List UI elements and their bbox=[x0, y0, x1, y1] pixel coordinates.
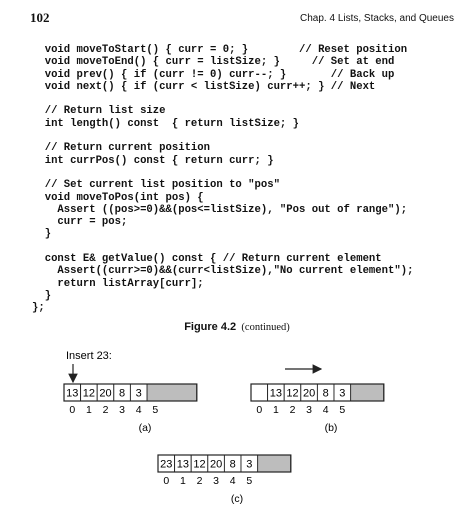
array-cell-value: 13 bbox=[270, 388, 282, 400]
array-index: 1 bbox=[180, 475, 186, 487]
running-title: Chap. 4 Lists, Stacks, and Queues bbox=[300, 13, 454, 24]
array-outline bbox=[157, 454, 292, 473]
array-sublabel: (a) bbox=[139, 422, 152, 434]
code-line bbox=[32, 167, 413, 179]
code-line bbox=[32, 93, 413, 105]
code-line: // Return current position bbox=[32, 142, 211, 155]
array-index: 2 bbox=[290, 404, 296, 416]
array-outline bbox=[250, 383, 385, 402]
array-cell-value: 8 bbox=[119, 388, 125, 400]
code-line: curr = pos; bbox=[32, 216, 128, 229]
array-cell-value: 23 bbox=[160, 459, 172, 471]
array-index: 5 bbox=[246, 475, 252, 487]
array-index: 3 bbox=[119, 404, 125, 416]
code-line bbox=[32, 130, 413, 142]
array-cell-value: 20 bbox=[303, 388, 315, 400]
array-sublabel: (b) bbox=[325, 422, 338, 434]
code-line: void moveToPos(int pos) { bbox=[32, 191, 204, 204]
figure-caption-text: (continued) bbox=[241, 322, 290, 333]
code-line: // Set current list position to "pos" bbox=[32, 179, 280, 192]
array-cell bbox=[250, 383, 269, 402]
unused-capacity bbox=[350, 383, 385, 402]
code-line: void prev() { if (curr != 0) curr--; } /… bbox=[32, 68, 395, 81]
array-index: 0 bbox=[256, 404, 262, 416]
array-index: 4 bbox=[230, 475, 236, 487]
array-index: 2 bbox=[197, 475, 203, 487]
array-index: 5 bbox=[152, 404, 158, 416]
array-index: 0 bbox=[163, 475, 169, 487]
code-line: void moveToEnd() { curr = listSize; } //… bbox=[32, 56, 395, 69]
array-sublabel: (c) bbox=[231, 493, 243, 505]
array-cell-value: 12 bbox=[83, 388, 95, 400]
array-index: 4 bbox=[323, 404, 329, 416]
code-line: const E& getValue() const { // Return cu… bbox=[32, 253, 382, 266]
array-cell-value: 8 bbox=[230, 459, 236, 471]
array-index: 4 bbox=[136, 404, 142, 416]
array-cell-value: 20 bbox=[99, 388, 111, 400]
code-line: void moveToStart() { curr = 0; } // Rese… bbox=[32, 44, 408, 56]
array-index: 2 bbox=[103, 404, 109, 416]
code-line: void next() { if (curr < listSize) curr+… bbox=[32, 80, 376, 93]
array-outline bbox=[63, 383, 198, 402]
array-index: 5 bbox=[339, 404, 345, 416]
array-cell-value: 12 bbox=[286, 388, 298, 400]
unused-capacity bbox=[257, 454, 292, 473]
code-line bbox=[32, 241, 413, 253]
array-cell-value: 13 bbox=[177, 459, 189, 471]
array-index: 1 bbox=[273, 404, 279, 416]
array-cell-value: 20 bbox=[210, 459, 222, 471]
array-index: 1 bbox=[86, 404, 92, 416]
array-cell-value: 3 bbox=[246, 459, 252, 471]
figure-label: Figure 4.2 bbox=[184, 321, 237, 333]
code-line: Assert ((pos>=0)&&(pos<=listSize), "Pos … bbox=[32, 203, 408, 216]
array-cell-value: 3 bbox=[339, 388, 345, 400]
array-cell-value: 12 bbox=[193, 459, 205, 471]
code-line: int length() const { return listSize; } bbox=[32, 117, 300, 130]
code-line: int currPos() const { return curr; } bbox=[32, 154, 274, 167]
code-line: } bbox=[32, 228, 52, 241]
code-listing: void moveToStart() { curr = 0; } // Rese… bbox=[32, 44, 413, 315]
array-cell-value: 13 bbox=[66, 388, 78, 400]
page-number: 102 bbox=[30, 10, 50, 25]
array-index: 3 bbox=[306, 404, 312, 416]
code-line: Assert((curr>=0)&&(curr<listSize),"No cu… bbox=[32, 265, 414, 278]
code-line: // Return list size bbox=[32, 105, 166, 118]
code-line: } bbox=[32, 289, 52, 302]
unused-capacity bbox=[146, 383, 198, 402]
array-cell-value: 3 bbox=[136, 388, 142, 400]
array-index: 3 bbox=[213, 475, 219, 487]
array-index: 0 bbox=[69, 404, 75, 416]
insert-label: Insert 23: bbox=[66, 350, 112, 362]
array-cell-value: 8 bbox=[323, 388, 329, 400]
figure-caption: Figure 4.2 (continued) bbox=[0, 321, 474, 333]
code-line: }; bbox=[32, 302, 45, 315]
code-line: return listArray[curr]; bbox=[32, 277, 204, 290]
